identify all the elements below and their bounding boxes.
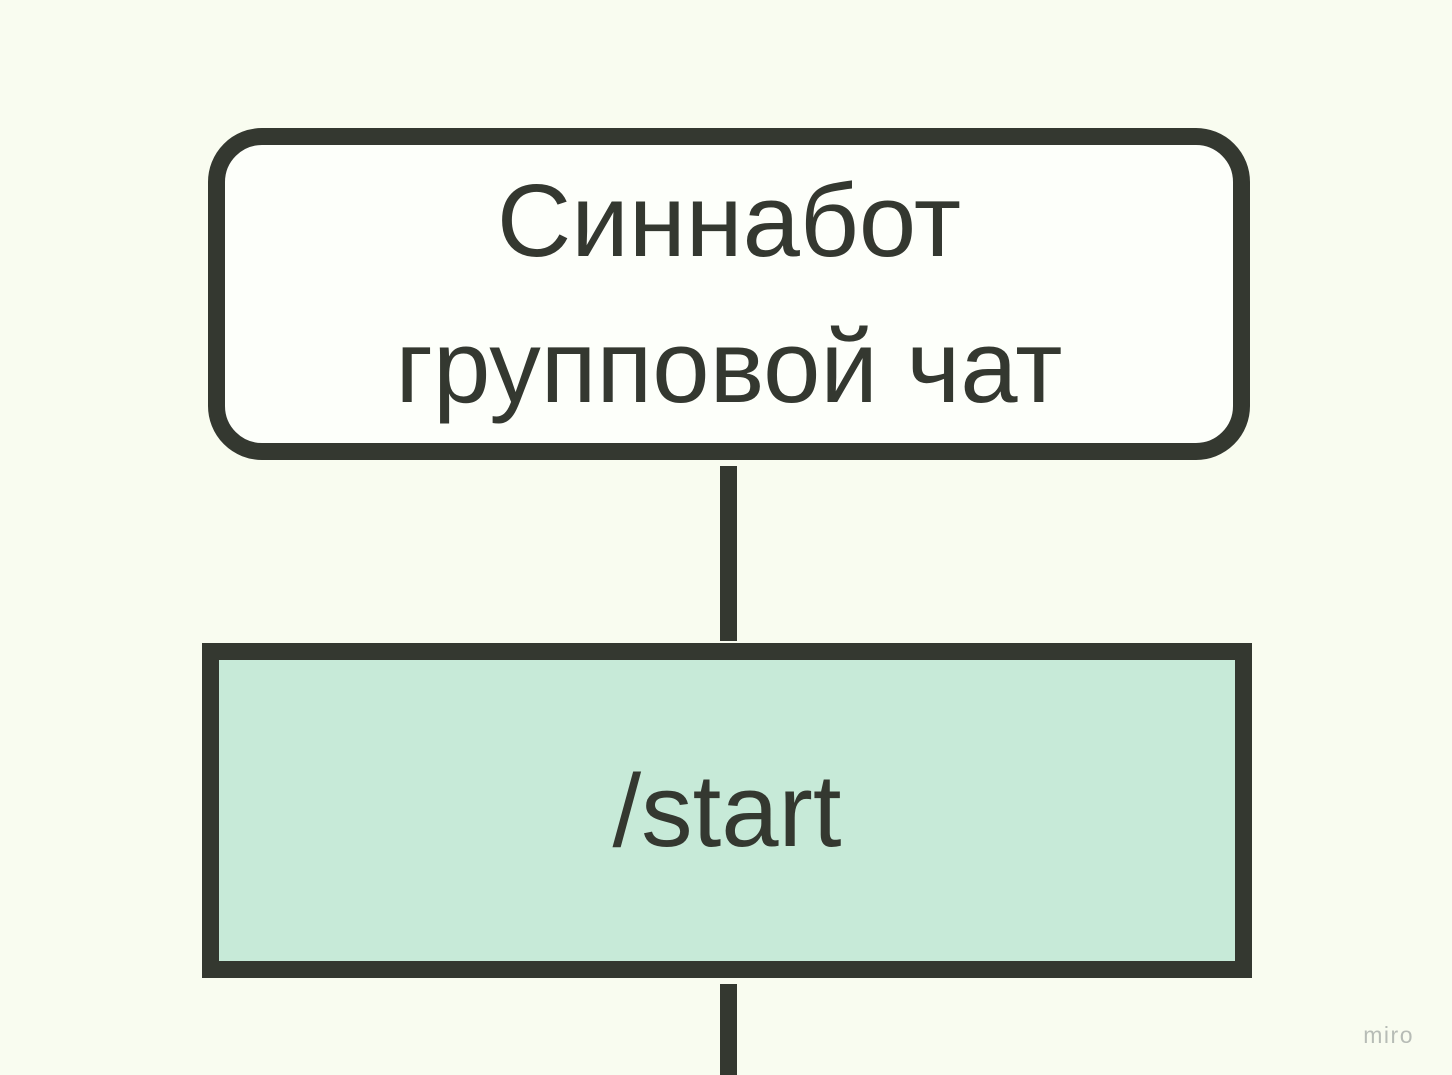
node-label-line: /start <box>612 752 842 868</box>
connector-line[interactable] <box>720 984 737 1075</box>
flowchart-node-group-chat[interactable]: Синнабот групповой чат <box>208 128 1250 460</box>
node-label-line: групповой чат <box>395 309 1063 424</box>
node-label: /start <box>613 738 842 884</box>
node-label-line: Синнабот <box>496 163 962 278</box>
connector-line[interactable] <box>720 466 737 641</box>
flowchart-node-start-command[interactable]: /start <box>202 643 1252 978</box>
miro-watermark: miro <box>1363 1022 1414 1048</box>
node-label: Синнабот групповой чат <box>396 148 1063 440</box>
